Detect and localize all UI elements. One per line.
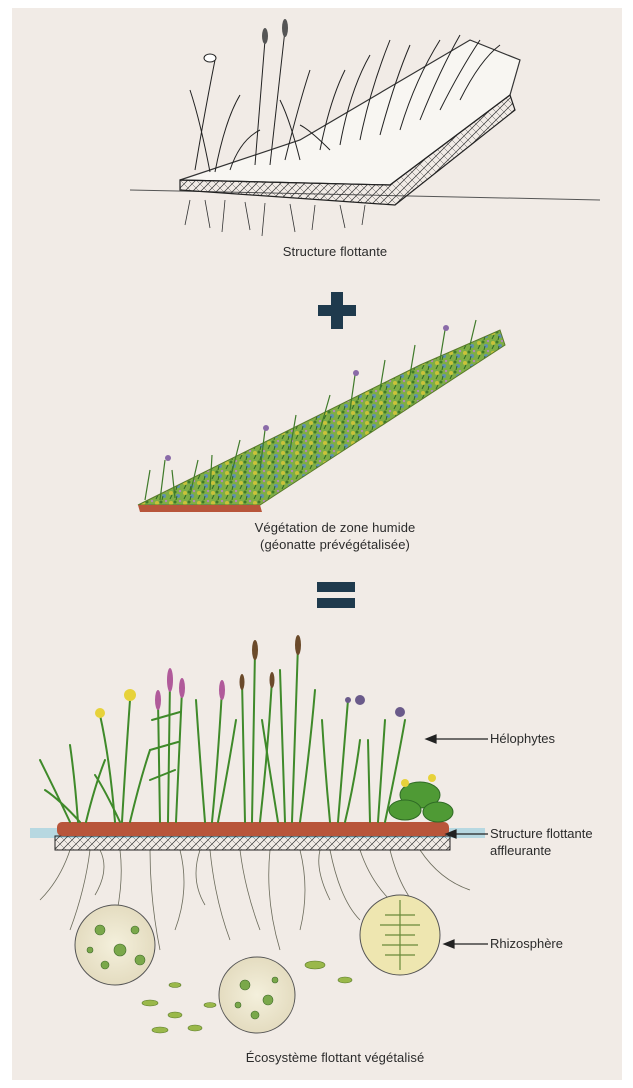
plus-operator-icon	[318, 292, 356, 329]
rhizosphere-circles	[75, 895, 440, 1033]
structure-caption: Structure flottante	[200, 244, 470, 259]
floating-structure-label-line1: Structure flottante	[490, 826, 593, 842]
vegetation-caption-line2: (géonatte prévégétalisée)	[190, 537, 480, 552]
ecosystem-caption: Écosystème flottant végétalisé	[180, 1050, 490, 1065]
rhizosphere-label: Rhizosphère	[490, 936, 563, 952]
helophytes-label: Hélophytes	[490, 731, 555, 747]
floating-structure-label-line2: affleurante	[490, 843, 551, 859]
vegetation-caption-line1: Végétation de zone humide	[190, 520, 480, 535]
equals-operator-icon	[317, 582, 355, 608]
ecosystem-illustration	[30, 635, 488, 1033]
floating-structure-sketch	[130, 19, 600, 236]
vegetation-mat-illustration	[138, 320, 505, 512]
